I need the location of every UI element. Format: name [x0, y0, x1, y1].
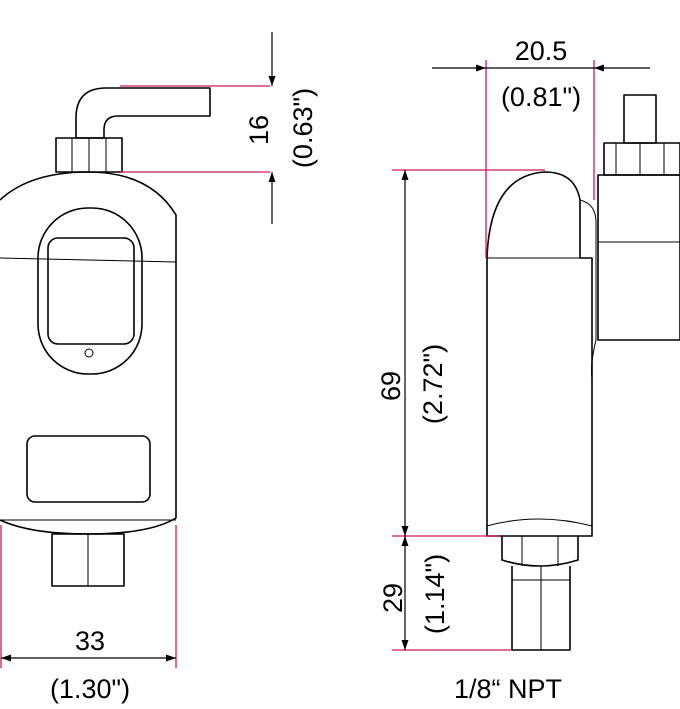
dim-16-inch: (0.63") [288, 88, 318, 168]
dim-29-mm: 29 [378, 583, 408, 613]
front-view [0, 87, 211, 587]
thread-label: 1/8“ NPT [454, 674, 562, 704]
connector-nut [603, 142, 680, 176]
cable [75, 87, 211, 139]
connector-housing [597, 174, 680, 341]
display-window [47, 237, 135, 345]
side-thread [501, 536, 579, 651]
dim-69-inch: (2.72") [418, 344, 448, 424]
front-thread [51, 533, 125, 587]
connector-shaft [623, 94, 657, 144]
dim-33-inch: (1.30") [50, 674, 130, 704]
display-window-outer [37, 207, 143, 375]
dim-20-5-inch: (0.81") [501, 82, 581, 112]
dim-20-5-mm: 20.5 [515, 36, 568, 66]
indicator-dot [84, 348, 94, 358]
extension-lines [0, 60, 595, 668]
dim-16-mm: 16 [244, 115, 274, 145]
side-body [486, 171, 593, 537]
dim-29-inch: (1.14") [420, 554, 450, 634]
side-view [486, 94, 680, 651]
dim-33-mm: 33 [75, 626, 105, 656]
front-body [0, 171, 177, 535]
label-plate [26, 435, 151, 503]
dim-69-mm: 69 [376, 371, 406, 401]
cable-fitting [55, 137, 123, 173]
